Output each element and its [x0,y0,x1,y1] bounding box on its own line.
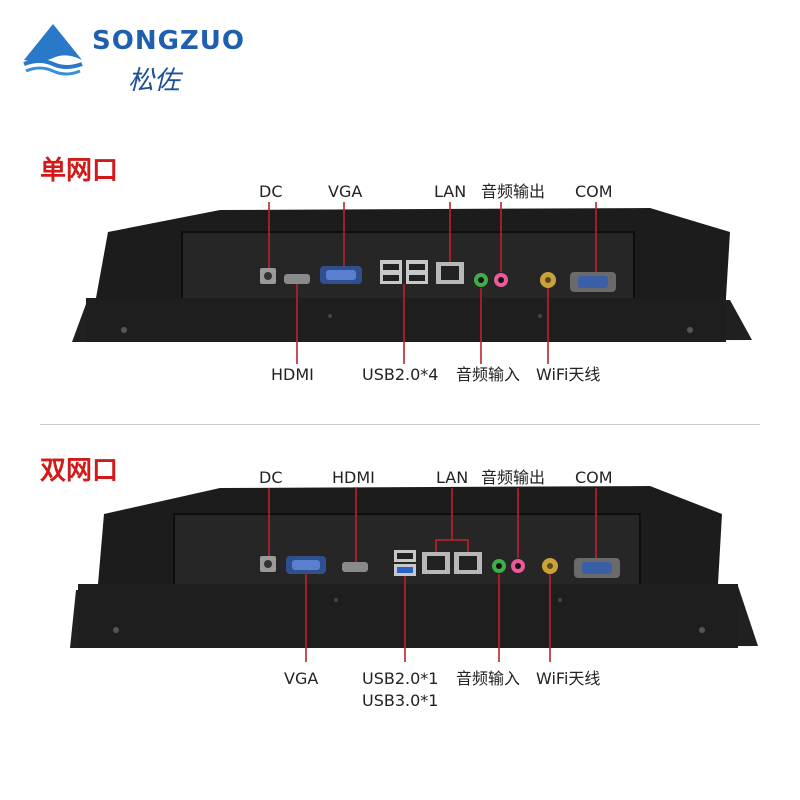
device-dual-lan-photo [70,486,758,662]
label-com: COM [575,182,613,201]
label-usb: USB2.0*4 [362,365,439,384]
section-title-single-lan: 单网口 [40,156,119,186]
label-usb3-2: USB3.0*1 [362,691,439,710]
label-audio-in-2: 音频输入 [456,669,521,688]
label-hdmi-2: HDMI [332,468,375,487]
label-hdmi: HDMI [271,365,314,384]
device-single-lan-photo [72,202,752,364]
label-audio-out-2: 音频输出 [481,468,546,487]
section-title-dual-lan: 双网口 [40,456,119,486]
label-dc: DC [259,182,283,201]
label-wifi-2: WiFi天线 [536,669,601,688]
brand-name-cn: 松佐 [128,66,181,96]
label-audio-out: 音频输出 [481,182,546,201]
label-com-2: COM [575,468,613,487]
section-divider [40,424,760,425]
label-vga-2: VGA [284,669,319,688]
label-wifi: WiFi天线 [536,365,601,384]
wave-logo-icon [23,24,83,76]
label-usb2-2: USB2.0*1 [362,669,439,688]
brand-name: SONGZUO [92,26,245,56]
label-dc-2: DC [259,468,283,487]
label-lan-2: LAN [436,468,469,487]
label-vga: VGA [328,182,363,201]
label-audio-in: 音频输入 [456,365,521,384]
brand-logo [18,18,258,98]
label-lan: LAN [434,182,467,201]
